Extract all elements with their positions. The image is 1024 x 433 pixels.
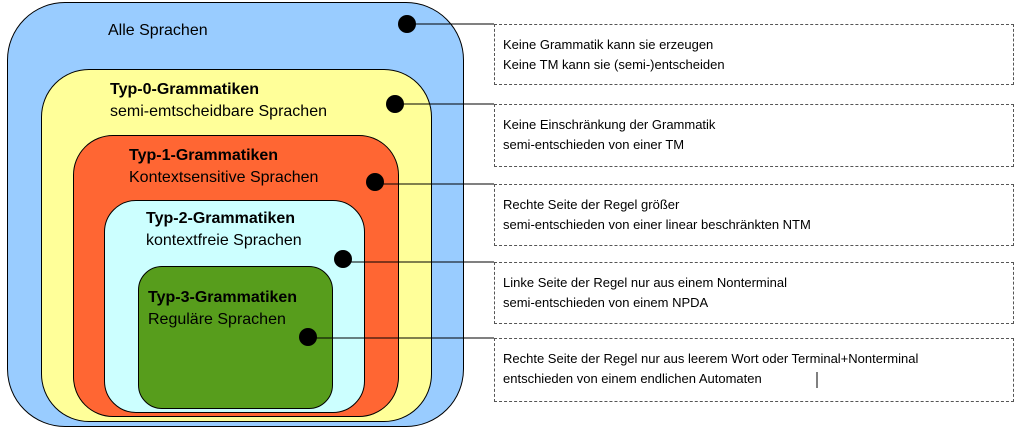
description-line: Keine Einschränkung der Grammatik: [503, 117, 716, 132]
level-2-subtitle: Kontextsensitive Sprachen: [129, 169, 319, 186]
description-line: Rechte Seite der Regel größer: [503, 197, 680, 212]
description-line: semi-entschieden von einer TM: [503, 137, 685, 152]
level-0-title: Alle Sprachen: [108, 22, 208, 39]
marker-dot: [386, 95, 404, 113]
description-line: semi-entschieden von einem NPDA: [503, 295, 709, 310]
description-line: Keine TM kann sie (semi-)entscheiden: [503, 57, 725, 72]
description-line: Linke Seite der Regel nur aus einem Nont…: [503, 275, 787, 290]
marker-dot: [334, 250, 352, 268]
label-typ-0: Typ-0-Grammatiken semi-emtscheidbare Spr…: [110, 79, 327, 123]
level-3-title: Typ-2-Grammatiken: [146, 210, 296, 227]
marker-dot: [366, 173, 384, 191]
marker-dot: [299, 328, 317, 346]
description-line: semi-entschieden von einer linear beschr…: [503, 217, 811, 232]
description-line: entschieden von einem endlichen Automate…: [503, 371, 762, 386]
label-typ-2: Typ-2-Grammatiken kontextfreie Sprachen: [146, 208, 302, 252]
description-typ-1: Rechte Seite der Regel größer semi-entsc…: [494, 184, 1014, 246]
description-line: Keine Grammatik kann sie erzeugen: [503, 37, 714, 52]
level-3-subtitle: kontextfreie Sprachen: [146, 232, 302, 249]
level-1-subtitle: semi-emtscheidbare Sprachen: [110, 103, 327, 120]
level-4-subtitle: Reguläre Sprachen: [148, 311, 286, 328]
level-2-title: Typ-1-Grammatiken: [129, 147, 279, 164]
level-1-title: Typ-0-Grammatiken: [110, 81, 260, 98]
label-typ-3: Typ-3-Grammatiken Reguläre Sprachen: [148, 287, 297, 331]
label-typ-1: Typ-1-Grammatiken Kontextsensitive Sprac…: [129, 145, 318, 189]
label-alle-sprachen: Alle Sprachen: [108, 20, 208, 42]
description-typ-0: Keine Einschränkung der Grammatik semi-e…: [494, 104, 1014, 167]
level-4-title: Typ-3-Grammatiken: [148, 289, 298, 306]
description-alle-sprachen: Keine Grammatik kann sie erzeugen Keine …: [494, 24, 1014, 85]
description-typ-2: Linke Seite der Regel nur aus einem Nont…: [494, 262, 1014, 324]
description-typ-3: Rechte Seite der Regel nur aus leerem Wo…: [494, 338, 1014, 402]
description-line: Rechte Seite der Regel nur aus leerem Wo…: [503, 351, 919, 366]
marker-dot: [398, 15, 416, 33]
